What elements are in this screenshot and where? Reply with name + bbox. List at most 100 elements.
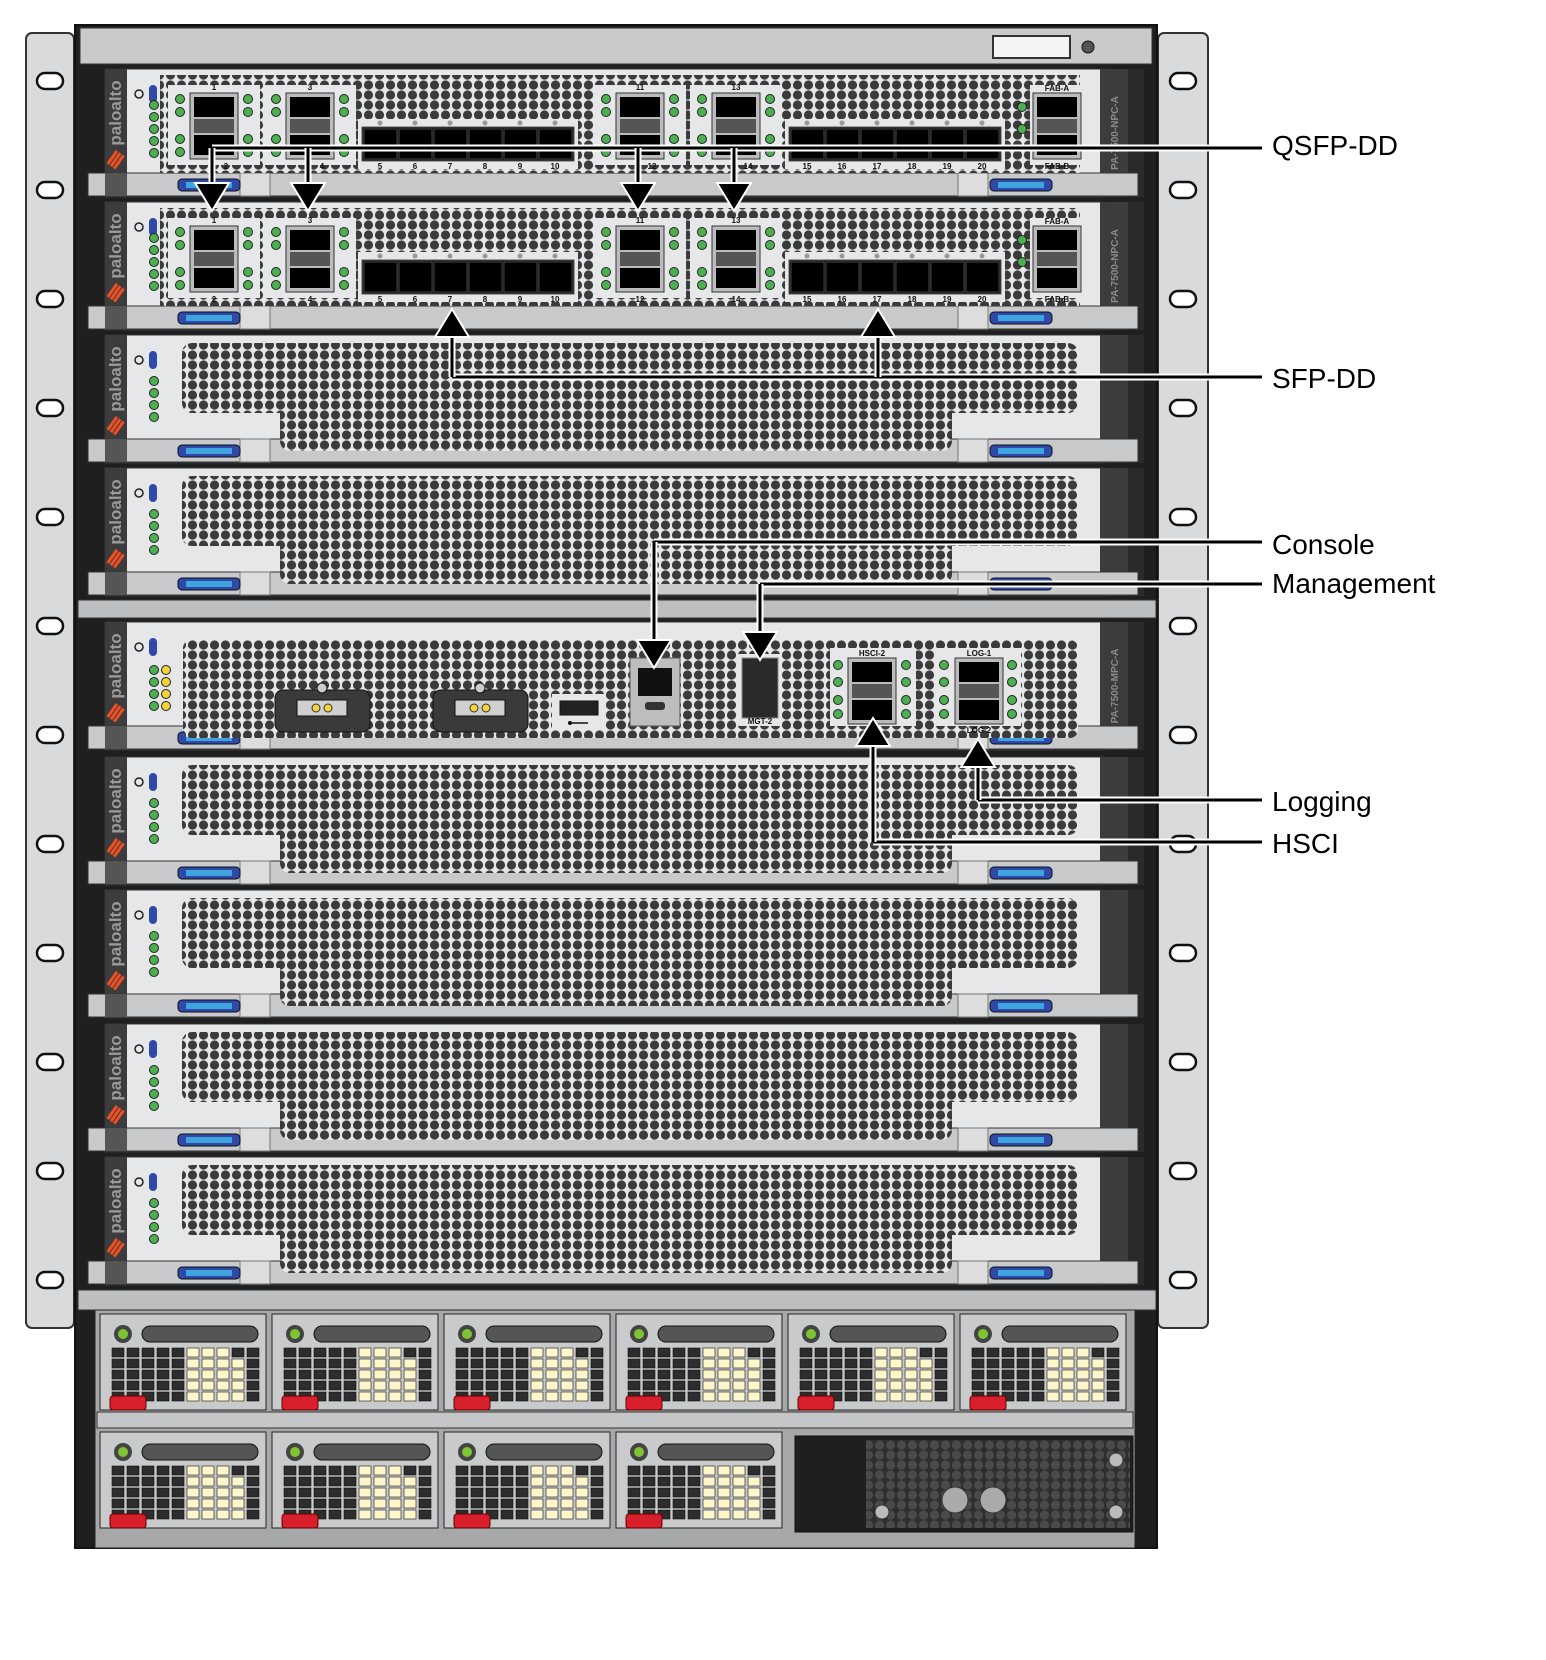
ejector-latch[interactable] <box>177 866 241 880</box>
sfp-dd-port-6[interactable] <box>398 261 433 293</box>
power-supply-2[interactable] <box>271 1313 439 1411</box>
ejector-latch[interactable] <box>177 1266 241 1280</box>
callout-label: QSFP-DD <box>1272 130 1398 161</box>
psu-vent-cell <box>403 1347 417 1358</box>
power-supply-4[interactable] <box>615 1313 783 1411</box>
psu-vent-cell <box>171 1369 185 1380</box>
power-supply-6[interactable] <box>959 1313 1127 1411</box>
mounting-hole <box>1168 1270 1198 1290</box>
sfp-dd-port-18[interactable] <box>895 261 930 293</box>
sfp-dd-port-9[interactable] <box>503 261 538 293</box>
qsfp-dd-port-11-12[interactable] <box>615 225 665 293</box>
sfp-dd-port-17[interactable] <box>860 128 895 160</box>
status-led-blue <box>149 638 157 656</box>
psu-vent-cell <box>904 1380 918 1391</box>
sfp-dd-port-19[interactable] <box>930 128 965 160</box>
status-led <box>175 280 185 290</box>
sfp-dd-port-6[interactable] <box>398 128 433 160</box>
fab-port[interactable] <box>1032 225 1082 293</box>
usb-port[interactable] <box>559 700 599 716</box>
ejector-latch[interactable] <box>989 178 1053 192</box>
psu-vent-cell <box>627 1465 641 1476</box>
sfp-dd-port-20[interactable] <box>965 128 1000 160</box>
fab-a-label: FAB-A <box>1045 217 1070 226</box>
psu-vent-cell <box>859 1347 873 1358</box>
sfp-dd-port-20[interactable] <box>965 261 1000 293</box>
ejector-latch[interactable] <box>989 444 1053 458</box>
ejector-latch[interactable] <box>989 311 1053 325</box>
port-label: 16 <box>838 162 847 171</box>
qsfp-dd-port-3-4[interactable] <box>285 225 335 293</box>
psu-vent-cell <box>358 1465 372 1476</box>
psu-vent-cell <box>717 1347 731 1358</box>
qsfp-dd-port-13-14[interactable] <box>711 225 761 293</box>
ssd-bay-2[interactable] <box>432 682 529 733</box>
sfp-dd-port-7[interactable] <box>433 128 468 160</box>
ejector-latch[interactable] <box>177 311 241 325</box>
port-label: 7 <box>448 295 453 304</box>
psu-vent-cell <box>216 1391 230 1402</box>
logging-port[interactable] <box>954 657 1004 725</box>
sfp-dd-port-10[interactable] <box>538 261 573 293</box>
psu-vent-cell <box>388 1391 402 1402</box>
ejector-latch[interactable] <box>177 1133 241 1147</box>
psu-vent-cell <box>126 1476 140 1487</box>
console-rj45-port[interactable] <box>638 668 672 696</box>
power-supply-10[interactable] <box>615 1431 783 1529</box>
power-supply-5[interactable] <box>787 1313 955 1411</box>
sfp-dd-port-10[interactable] <box>538 128 573 160</box>
power-supply-7[interactable] <box>99 1431 267 1529</box>
fab-port[interactable] <box>1032 92 1082 160</box>
qsfp-dd-port-1-2[interactable] <box>189 225 239 293</box>
port-label: 6 <box>413 295 418 304</box>
sfp-dd-port-16[interactable] <box>825 128 860 160</box>
ejector-latch[interactable] <box>177 999 241 1013</box>
ejector-latch[interactable] <box>177 444 241 458</box>
sfp-dd-port-5[interactable] <box>363 128 398 160</box>
console-micro-usb-port[interactable] <box>645 702 665 710</box>
port-led <box>517 120 523 126</box>
psu-vent-cell <box>485 1358 499 1369</box>
ssd-bay-1[interactable] <box>274 682 371 733</box>
ejector-latch[interactable] <box>989 999 1053 1013</box>
psu-vent-cell <box>590 1487 604 1498</box>
power-supply-9[interactable] <box>443 1431 611 1529</box>
sfp-dd-port-15[interactable] <box>790 128 825 160</box>
fan-tray-screw-icon <box>1108 1504 1124 1520</box>
psu-vent-cell <box>590 1391 604 1402</box>
rack-ear-plate <box>1157 32 1209 1329</box>
sfp-dd-port-18[interactable] <box>895 128 930 160</box>
psu-vent-cell <box>732 1498 746 1509</box>
psu-vent-cell <box>470 1347 484 1358</box>
sfp-dd-port-8[interactable] <box>468 128 503 160</box>
psu-vent-cell <box>418 1487 432 1498</box>
psu-vent-cell <box>717 1369 731 1380</box>
ejector-latch[interactable] <box>989 866 1053 880</box>
psu-vent-cell <box>904 1391 918 1402</box>
management-port[interactable] <box>741 657 779 719</box>
power-supply-8[interactable] <box>271 1431 439 1529</box>
ejector-latch[interactable] <box>177 577 241 591</box>
psu-vent-cell <box>283 1369 297 1380</box>
sfp-dd-port-17[interactable] <box>860 261 895 293</box>
psu-vent-cell <box>455 1380 469 1391</box>
hsci-port[interactable] <box>847 657 897 725</box>
psu-vent-cell <box>717 1391 731 1402</box>
ejector-latch[interactable] <box>989 1133 1053 1147</box>
sfp-dd-port-16[interactable] <box>825 261 860 293</box>
sfp-dd-port-15[interactable] <box>790 261 825 293</box>
power-supply-3[interactable] <box>443 1313 611 1411</box>
psu-vent-cell <box>358 1487 372 1498</box>
sfp-dd-port-7[interactable] <box>433 261 468 293</box>
sfp-dd-port-5[interactable] <box>363 261 398 293</box>
port-grid <box>716 119 756 133</box>
ejector-latch[interactable] <box>989 1266 1053 1280</box>
sfp-dd-port-19[interactable] <box>930 261 965 293</box>
sfp-dd-port-9[interactable] <box>503 128 538 160</box>
power-supply-1[interactable] <box>99 1313 267 1411</box>
sfp-dd-port-8[interactable] <box>468 261 503 293</box>
psu-vent-cell <box>986 1369 1000 1380</box>
psu-vent-cell <box>672 1369 686 1380</box>
